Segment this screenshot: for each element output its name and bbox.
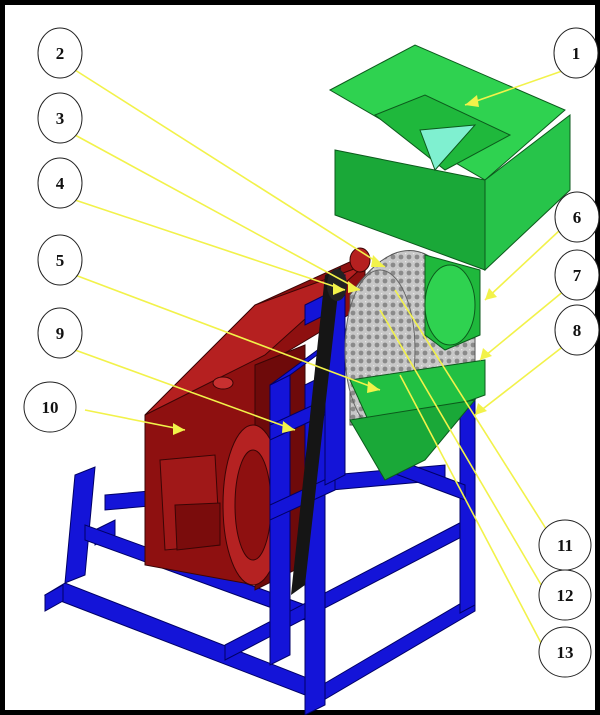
leader-6	[484, 229, 561, 301]
leader-2	[74, 69, 386, 268]
svg-text:12: 12	[557, 586, 574, 605]
leader-7	[479, 289, 566, 361]
svg-text:7: 7	[573, 266, 582, 285]
callout-6: 6	[554, 191, 600, 243]
svg-text:13: 13	[557, 643, 574, 662]
leader-4	[74, 199, 346, 291]
leader-12	[379, 309, 551, 601]
svg-text:9: 9	[56, 324, 65, 343]
svg-text:6: 6	[573, 208, 582, 227]
callout-5: 5	[37, 234, 83, 286]
belt-drive	[291, 267, 347, 595]
svg-text:11: 11	[557, 536, 573, 555]
leader-9	[74, 349, 296, 431]
callout-12: 12	[538, 569, 592, 621]
svg-text:4: 4	[56, 174, 65, 193]
callouts: 1 2 3 4 5 6 7 8 9 10 11 12 13	[23, 27, 600, 678]
leader-5	[74, 274, 381, 391]
callout-4: 4	[37, 157, 83, 209]
svg-text:5: 5	[56, 251, 65, 270]
callout-10: 10	[23, 381, 77, 433]
leader-10	[84, 409, 186, 431]
callout-9: 9	[37, 307, 83, 359]
leader-1	[464, 69, 566, 106]
callout-8: 8	[554, 304, 600, 356]
leader-3	[74, 134, 361, 291]
svg-text:3: 3	[56, 109, 65, 128]
leader-13	[399, 374, 551, 661]
callout-2: 2	[37, 27, 83, 79]
machine-diagram: 1 2 3 4 5 6 7 8 9 10 11 12 13	[23, 27, 600, 715]
leader-lines	[74, 69, 566, 661]
callout-3: 3	[37, 92, 83, 144]
leader-8	[474, 344, 566, 416]
callout-11: 11	[538, 519, 592, 571]
svg-text:2: 2	[56, 44, 65, 63]
svg-text:10: 10	[42, 398, 59, 417]
callout-13: 13	[538, 626, 592, 678]
leader-arrowheads	[173, 95, 497, 435]
leader-11	[394, 289, 551, 536]
svg-text:8: 8	[573, 321, 582, 340]
callout-1: 1	[553, 27, 599, 79]
svg-text:1: 1	[572, 44, 581, 63]
callout-7: 7	[554, 249, 600, 301]
